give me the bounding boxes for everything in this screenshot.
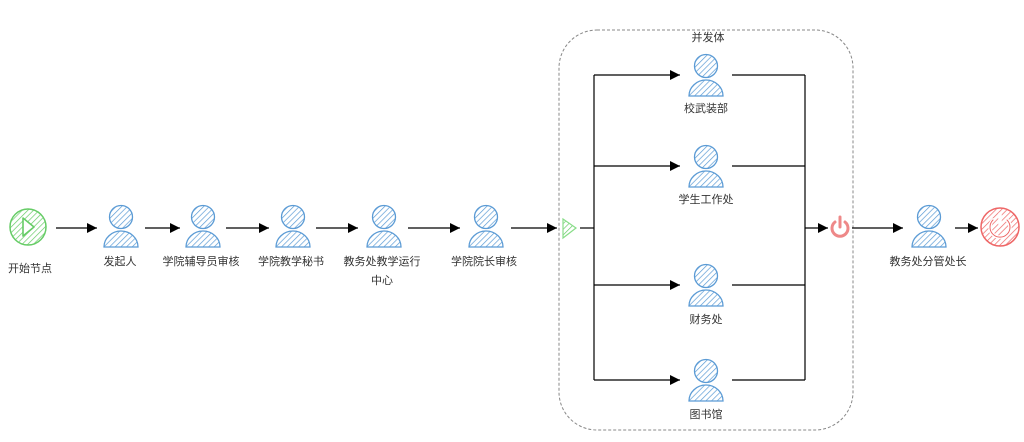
parallel-group: 并发体: [558, 29, 854, 431]
play-icon: [22, 217, 35, 237]
task-node-n3[interactable]: 学院教学秘书: [258, 204, 324, 269]
task-label: 学院教学秘书: [258, 254, 324, 268]
start-node[interactable]: 开始节点: [8, 208, 52, 275]
task-node-p2[interactable]: 学生工作处: [679, 144, 734, 207]
end-circle: [980, 207, 1020, 247]
merge-gateway[interactable]: [830, 215, 850, 238]
user-icon: [911, 204, 947, 248]
task-label: 发起人: [104, 254, 137, 268]
user-icon: [275, 204, 311, 248]
start-label: 开始节点: [8, 261, 52, 275]
task-label: 教务处分管处长: [890, 254, 967, 268]
task-node-n6[interactable]: 教务处分管处长: [890, 204, 967, 269]
task-label: 学生工作处: [679, 192, 734, 206]
user-icon: [688, 263, 724, 307]
user-icon: [688, 144, 724, 188]
task-node-n1[interactable]: 发起人: [103, 204, 139, 269]
task-node-n2[interactable]: 学院辅导员审核: [163, 204, 240, 269]
task-label-line2: 中心: [371, 274, 393, 287]
user-icon: [185, 204, 221, 248]
user-icon: [688, 358, 724, 402]
end-node[interactable]: [980, 207, 1020, 247]
task-label: 校武装部: [684, 101, 728, 115]
user-icon: [468, 204, 504, 248]
task-label: 学院辅导员审核: [163, 254, 240, 268]
fork-gateway-icon[interactable]: [562, 217, 578, 240]
user-icon: [366, 204, 402, 248]
task-node-n4[interactable]: 教务处教学运行 中心: [344, 204, 421, 288]
parallel-group-border: [558, 29, 854, 431]
task-label: 学院院长审核: [451, 254, 517, 268]
task-node-p4[interactable]: 图书馆: [688, 358, 724, 422]
task-node-p3[interactable]: 财务处: [688, 263, 724, 327]
user-icon: [688, 53, 724, 97]
task-node-p1[interactable]: 校武装部: [684, 53, 728, 116]
edges: [56, 70, 978, 385]
parallel-group-label: 并发体: [692, 30, 725, 44]
task-label: 财务处: [690, 312, 723, 326]
task-label: 图书馆: [690, 407, 723, 421]
task-node-n5[interactable]: 学院院长审核: [451, 204, 517, 269]
power-icon: [830, 220, 850, 238]
task-label: 教务处教学运行: [344, 254, 421, 268]
user-icon: [103, 204, 139, 248]
